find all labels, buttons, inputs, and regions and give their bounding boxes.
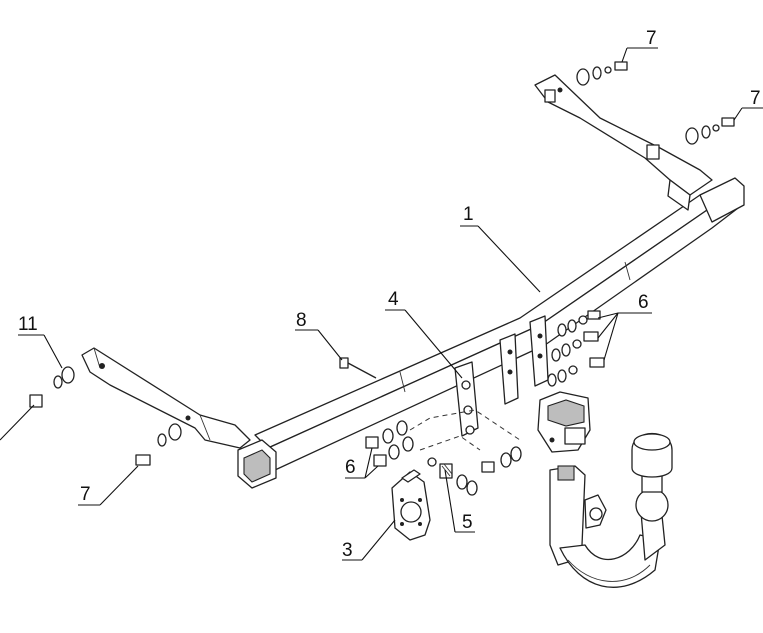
left-side-arm xyxy=(81,347,251,449)
coupling-receiver xyxy=(537,391,591,453)
callout-7-top: 7 xyxy=(646,28,657,49)
spring-hardware xyxy=(427,446,522,496)
callout-6-right: 6 xyxy=(638,292,649,313)
bolt-7-right xyxy=(685,117,735,145)
bolt-set-left xyxy=(365,420,414,467)
callout-8: 8 xyxy=(296,310,307,331)
callout-4: 4 xyxy=(388,289,399,310)
bolt-7-left xyxy=(135,423,182,466)
callout-7-right: 7 xyxy=(750,88,761,109)
bolt-set-right xyxy=(547,310,605,387)
leader-lines xyxy=(0,47,763,561)
callout-3: 3 xyxy=(342,540,353,561)
callout-1: 1 xyxy=(463,204,474,225)
center-mounting-plates xyxy=(454,315,549,437)
callout-6-left: 6 xyxy=(345,457,356,478)
callout-5: 5 xyxy=(462,512,473,533)
callout-7-left: 7 xyxy=(80,484,91,505)
tow-ball xyxy=(631,432,673,522)
main-crossbar xyxy=(237,177,745,489)
bolt-11 xyxy=(29,366,75,408)
bolt-7-top xyxy=(576,61,628,86)
bolt-8 xyxy=(339,357,377,379)
callout-11: 11 xyxy=(18,314,38,335)
right-side-arm xyxy=(534,74,713,211)
socket-plate xyxy=(391,469,431,541)
